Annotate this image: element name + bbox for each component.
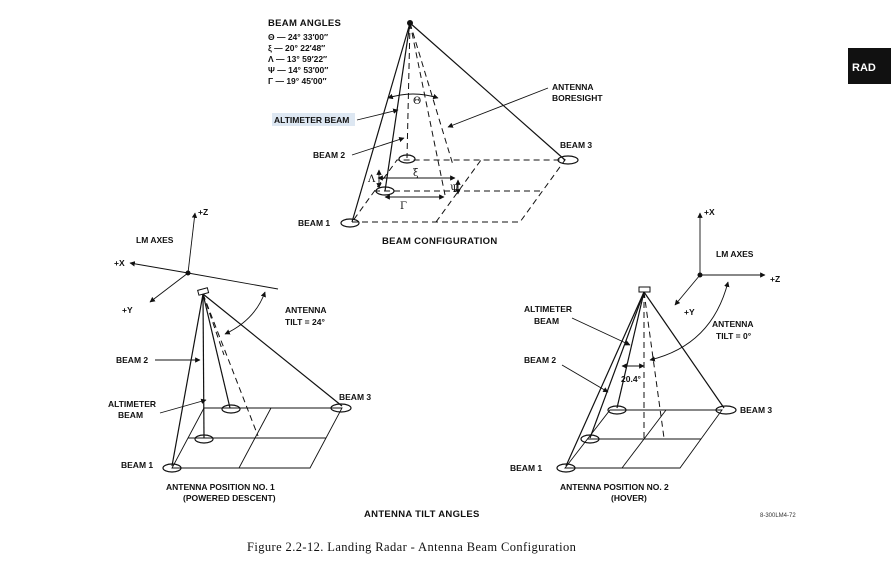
antenna-boresight-label-1: ANTENNA xyxy=(552,82,594,92)
altimeter-beam-line xyxy=(406,22,411,159)
tilt-label-1b: TILT = 24° xyxy=(285,317,325,327)
beam-1-line-2 xyxy=(565,291,645,467)
tilt-arc-2 xyxy=(649,281,730,362)
psi-symbol: Ψ xyxy=(450,184,459,195)
plus-x-label-1: +X xyxy=(114,258,125,268)
beam-angle-gamma: Γ — 19° 45′00″ xyxy=(268,76,327,86)
theta-arc xyxy=(387,93,439,100)
section-tab-label: RAD xyxy=(852,62,876,74)
altimeter-label-2a: ALTIMETER xyxy=(524,304,572,314)
position-1-title: ANTENNA POSITION NO. 1 xyxy=(166,482,275,492)
beam-2-label: BEAM 2 xyxy=(313,150,345,160)
beam-3-line xyxy=(409,22,566,161)
tilt-label-1a: ANTENNA xyxy=(285,305,327,315)
antenna-2 xyxy=(638,286,651,293)
altimeter-line-1 xyxy=(202,293,231,409)
beam-1-label: BEAM 1 xyxy=(298,218,330,228)
figure-caption: Figure 2.2-12. Landing Radar - Antenna B… xyxy=(247,540,577,554)
plus-x-label-2: +X xyxy=(704,207,715,217)
beam-2-line-2 xyxy=(589,291,645,439)
position-2-subtitle: (HOVER) xyxy=(611,493,647,503)
lm-axes-label-1: LM AXES xyxy=(136,235,174,245)
angle-value-2: 20.4° xyxy=(621,374,642,384)
plus-z-label-2: +Z xyxy=(770,274,780,284)
beam-3-label-1: BEAM 3 xyxy=(339,392,371,402)
beam-configuration-diagram: BEAM ANGLES Θ — 24° 33′00″ ξ — 20° 22′48… xyxy=(268,18,603,247)
xi-symbol: ξ xyxy=(413,168,419,179)
lm-axes-label-2: LM AXES xyxy=(716,249,754,259)
position-2-diagram: +X LM AXES +Z +Y 20.4° ANTENNA TILT = 0°… xyxy=(510,207,780,503)
beam-2-label-1: BEAM 2 xyxy=(116,355,148,365)
theta-symbol: Θ xyxy=(413,96,421,107)
beam-2-label-2: BEAM 2 xyxy=(524,355,556,365)
altimeter-line-2 xyxy=(616,291,645,409)
lambda-symbol: Λ xyxy=(367,174,376,185)
beam-3-label-2: BEAM 3 xyxy=(740,405,772,415)
beam-2-line xyxy=(384,22,411,192)
beam-1-label-2: BEAM 1 xyxy=(510,463,542,473)
beam-angles-title: BEAM ANGLES xyxy=(268,18,341,29)
ground-grid-1 xyxy=(171,407,343,469)
beam-1-label-1: BEAM 1 xyxy=(121,460,153,470)
tilt-angles-title: ANTENNA TILT ANGLES xyxy=(364,509,480,520)
tilt-label-2a: ANTENNA xyxy=(712,319,754,329)
position-1-subtitle: (POWERED DESCENT) xyxy=(183,493,276,503)
altimeter-footprint xyxy=(398,154,416,164)
altimeter-label-2b: BEAM xyxy=(534,316,559,326)
beam-2-line-1 xyxy=(202,293,205,439)
plus-y-label-1: +Y xyxy=(122,305,133,315)
beam-1-line xyxy=(351,22,411,223)
ground-grid-2 xyxy=(564,409,723,469)
lm-axes-origin-2 xyxy=(697,272,703,278)
beam-angle-lambda: Λ — 13° 59′22″ xyxy=(268,54,327,64)
beam-angle-psi: Ψ — 14° 53′00″ xyxy=(268,65,328,75)
plus-y-label-2: +Y xyxy=(684,307,695,317)
reference-code: 8-300LM4-72 xyxy=(760,513,796,519)
beam-1-footprint xyxy=(340,218,360,228)
position-1-diagram: +Z LM AXES +X +Y ANTENNA TILT = 24° BEAM… xyxy=(108,207,371,503)
lm-axes-origin-1 xyxy=(185,270,191,276)
beam-3-label: BEAM 3 xyxy=(560,140,592,150)
position-2-title: ANTENNA POSITION NO. 2 xyxy=(560,482,669,492)
gamma-symbol: Γ xyxy=(400,201,407,212)
beam-3-footprint xyxy=(557,155,579,165)
altimeter-label-1a: ALTIMETER xyxy=(108,399,156,409)
beam-angle-theta: Θ — 24° 33′00″ xyxy=(268,32,328,42)
antenna-boresight-label-2: BORESIGHT xyxy=(552,93,603,103)
altimeter-label-1b: BEAM xyxy=(118,410,143,420)
beam-angle-xi: ξ — 20° 22′48″ xyxy=(268,43,325,53)
tilt-label-2b: TILT = 0° xyxy=(716,331,752,341)
beam-configuration-title: BEAM CONFIGURATION xyxy=(382,236,498,247)
plus-z-label-1: +Z xyxy=(198,207,208,217)
altimeter-beam-highlight xyxy=(272,113,355,126)
section-tab xyxy=(848,48,891,84)
beam-1-line-1 xyxy=(171,293,204,467)
altimeter-beam-label: ALTIMETER BEAM xyxy=(274,115,349,125)
tilt-arc-1 xyxy=(224,291,266,335)
